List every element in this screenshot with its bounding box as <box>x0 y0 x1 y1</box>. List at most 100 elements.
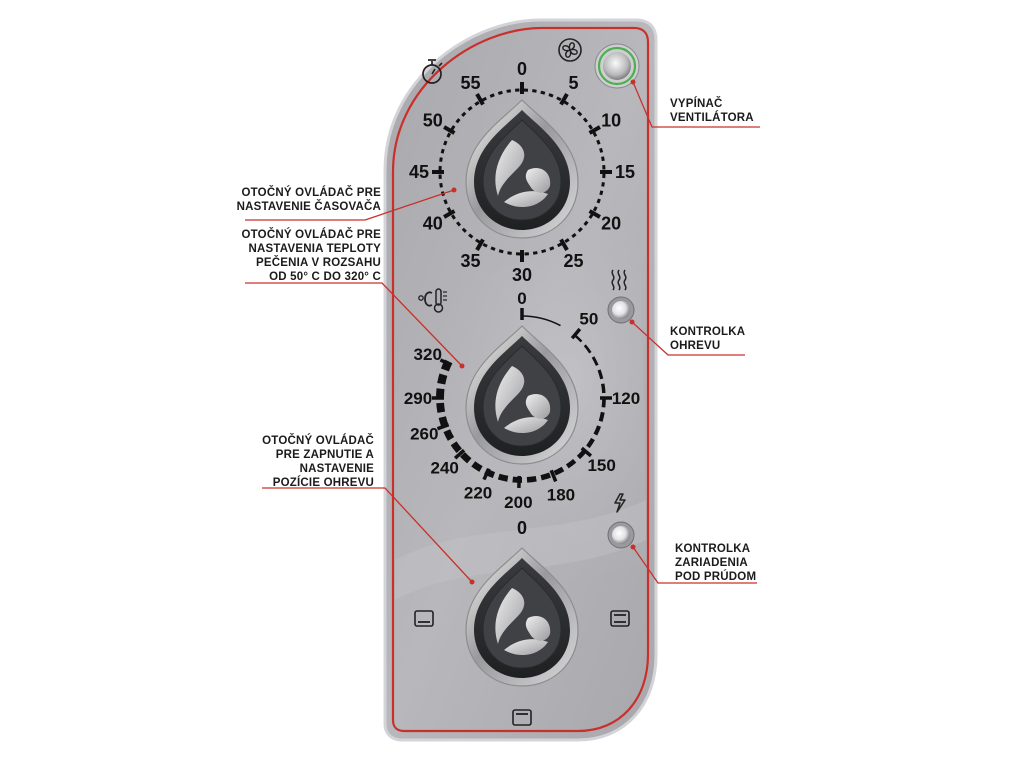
timer-dial-segment <box>577 111 583 117</box>
fan-switch[interactable] <box>594 43 640 89</box>
timer-dial-segment <box>439 182 443 188</box>
heat-waves-icon <box>611 269 627 291</box>
timer-major-tick <box>588 209 601 219</box>
timer-dial-segment <box>443 199 448 205</box>
timer-dial-segment <box>601 182 605 187</box>
timer-dial-segment <box>443 140 448 146</box>
temperature-dial-segment <box>512 476 523 483</box>
temperature-dial-segment <box>586 437 595 449</box>
temperature-major-tick <box>570 327 582 340</box>
lightning-icon <box>614 493 626 513</box>
timer-tick-label: 0 <box>517 59 527 79</box>
temperature-dial-segment <box>471 461 483 472</box>
temperature-tick-label: 180 <box>547 485 575 504</box>
temperature-major-tick <box>549 469 558 483</box>
timer-dial-segment <box>446 207 452 213</box>
temperature-major-tick <box>580 446 593 458</box>
heating-indicator-light <box>607 296 635 324</box>
temperature-tick-label: 220 <box>464 483 492 502</box>
temperature-off-arc <box>521 315 561 327</box>
timer-dial-segment <box>490 246 496 251</box>
timer-tick-label: 5 <box>568 73 578 93</box>
temperature-dial-segment <box>601 383 606 394</box>
timer-major-tick <box>475 93 485 106</box>
timer-tick-label: 40 <box>423 214 443 234</box>
timer-dial-segment <box>455 118 461 124</box>
timer-dial-segment <box>596 198 601 204</box>
timer-dial-segment <box>461 227 467 233</box>
timer-tick-label: 10 <box>601 111 621 131</box>
temperature-dial-segment <box>484 468 496 479</box>
timer-dial-segment <box>570 105 576 111</box>
top-heat-icon <box>512 709 532 726</box>
timer-dial-segment <box>571 232 577 238</box>
timer-dial-segment <box>475 238 481 244</box>
timer-dial-segment <box>548 93 554 98</box>
temperature-dial-segment <box>526 475 537 483</box>
timer-major-tick <box>559 238 569 251</box>
leader-heating-light <box>631 321 745 356</box>
timer-dial-segment <box>451 214 456 220</box>
timer-dial-segment <box>557 242 563 248</box>
top-bottom-heat-icon <box>610 610 630 627</box>
timer-tick-label: 35 <box>460 251 480 271</box>
timer-dial-segment <box>461 111 467 117</box>
temperature-tick-label: 320 <box>414 345 442 364</box>
timer-dial-segment <box>489 93 495 98</box>
timer-dial-segment <box>601 156 605 162</box>
timer-tick-label: 30 <box>512 265 532 285</box>
timer-dial-segment <box>592 206 598 212</box>
timer-major-tick <box>475 238 485 251</box>
leader-power-light <box>632 546 757 584</box>
temperature-dial-segment <box>443 429 455 441</box>
timer-dial-segment <box>564 238 570 243</box>
timer-tick-label: 20 <box>601 214 621 234</box>
timer-tick-label: 50 <box>423 111 443 131</box>
temperature-tick-label: 260 <box>410 425 438 444</box>
timer-dial-segment <box>541 249 547 254</box>
timer-tick-label: 55 <box>460 73 480 93</box>
timer-dial-segment <box>532 251 538 255</box>
stopwatch-icon <box>422 59 443 84</box>
timer-dial-segment <box>556 96 562 102</box>
timer-dial-segment <box>532 89 537 93</box>
temperature-dial-segment <box>437 373 448 385</box>
timer-dial-segment <box>481 96 487 102</box>
timer-major-tick <box>588 125 601 135</box>
timer-dial-segment <box>482 242 488 248</box>
callout-fan-switch: VYPÍNAČ VENTILÁTORA <box>670 98 754 124</box>
timer-tick-label: 25 <box>563 251 583 271</box>
power-indicator-light <box>607 521 635 549</box>
temperature-tick-label: 50 <box>579 309 598 328</box>
temperature-tick-label: 150 <box>587 456 615 475</box>
bottom-heat-icon <box>414 610 434 627</box>
timer-dial-segment <box>563 100 569 106</box>
callout-power-light: KONTROLKA ZARIADENIA POD PRÚDOM <box>675 543 757 583</box>
timer-dial-segment <box>540 90 546 95</box>
temperature-major-tick <box>436 423 450 431</box>
temperature-tick-label: 200 <box>504 493 532 512</box>
temperature-major-tick <box>482 467 491 481</box>
temperature-dial-segment <box>598 411 605 422</box>
timer-tick-label: 45 <box>409 162 429 182</box>
position-zero-label: 0 <box>517 518 527 538</box>
temperature-tick-label: 290 <box>404 389 432 408</box>
timer-dial-segment <box>582 117 588 123</box>
panel-border <box>391 26 650 733</box>
timer-major-tick <box>559 93 569 106</box>
temperature-dial-segment <box>440 359 453 372</box>
temperature-dial-segment <box>593 425 602 436</box>
timer-dial-segment <box>549 246 555 251</box>
temperature-dial-segment <box>460 452 472 464</box>
temperature-tick-label: 240 <box>431 459 459 478</box>
leader-temp-knob <box>245 282 463 367</box>
temperature-dial-segment <box>597 369 604 380</box>
timer-dial-segment <box>439 157 443 162</box>
timer-dial-segment <box>599 147 604 153</box>
callout-timer-knob: OTOČNÝ OVLÁDAČ PRE NASTAVENIE ČASOVAČA <box>236 187 381 213</box>
callout-position-knob: OTOČNÝ OVLÁDAČ PRE ZAPNUTIE A NASTAVENIE… <box>262 435 374 489</box>
timer-dial-segment <box>450 125 456 131</box>
temperature-dial-segment <box>583 344 592 354</box>
